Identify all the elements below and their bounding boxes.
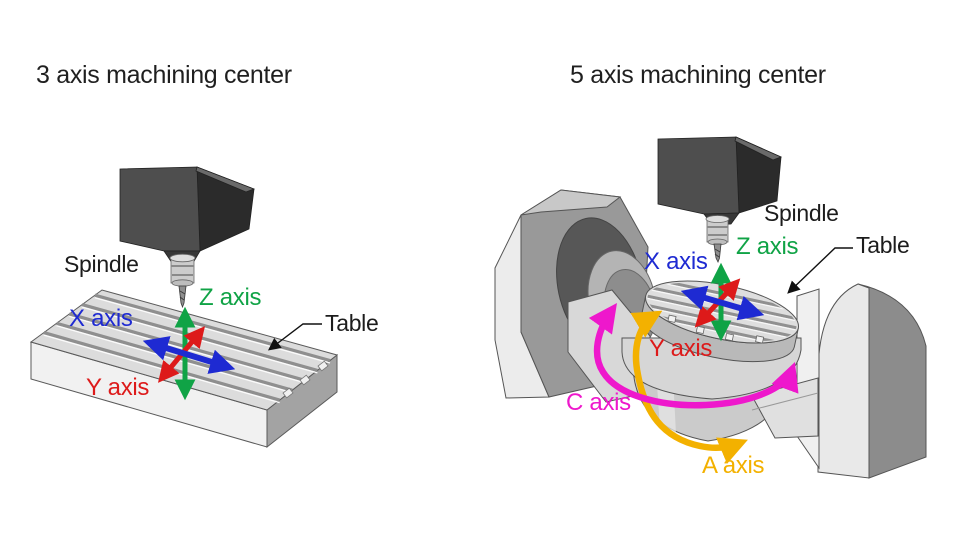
right-panel-title: 5 axis machining center	[570, 61, 826, 89]
right-spindle-label: Spindle	[764, 200, 839, 226]
left-axis-arrows	[142, 306, 236, 401]
left-x-axis-label: X axis	[69, 305, 133, 332]
left-y-axis-label: Y axis	[86, 374, 150, 401]
three-axis-machine	[29, 166, 339, 449]
left-panel-title: 3 axis machining center	[36, 61, 292, 89]
left-x-axis-arrow	[142, 336, 236, 374]
a-axis-label: A axis	[702, 452, 765, 479]
left-spindle-label: Spindle	[64, 251, 139, 277]
five-axis-machine	[494, 136, 927, 479]
left-table-leader-line	[267, 323, 322, 351]
right-drill-bit	[713, 243, 722, 263]
right-y-axis-label: Y axis	[649, 335, 713, 362]
right-table-label: Table	[856, 232, 910, 258]
left-table-label: Table	[325, 310, 379, 336]
left-spindle-head	[119, 166, 256, 264]
right-x-axis-label: X axis	[644, 248, 708, 275]
left-drill-bit	[178, 285, 187, 309]
right-table-leader-line	[787, 247, 853, 294]
right-dome-support	[796, 283, 927, 479]
right-tool-holder	[705, 215, 730, 246]
right-z-axis-label: Z axis	[736, 233, 799, 260]
left-z-axis-label: Z axis	[199, 284, 262, 311]
right-spindle-head	[657, 136, 783, 226]
c-axis-label: C axis	[566, 389, 631, 416]
left-tool-holder	[169, 253, 196, 287]
c-axis-rotation-arrow	[588, 303, 799, 409]
